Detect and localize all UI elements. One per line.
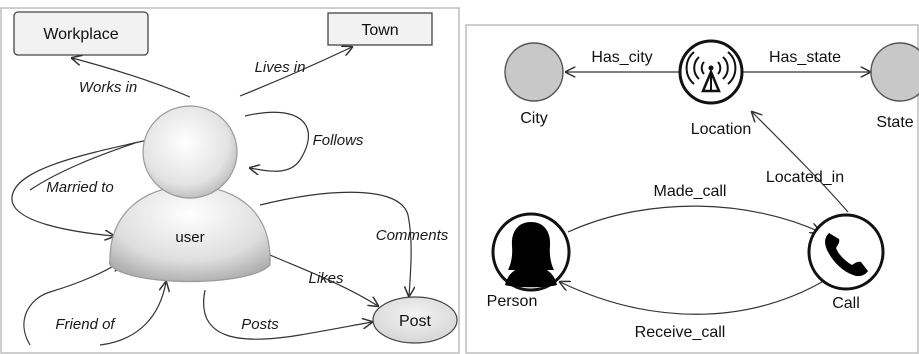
- node-location: Location: [678, 39, 752, 138]
- edge-friend-of-2: [99, 282, 166, 346]
- node-person-label: Person: [487, 293, 538, 310]
- label-made-call: Made_call: [654, 183, 727, 200]
- edge-follows: [244, 111, 310, 171]
- person-silhouette-icon: [505, 222, 557, 288]
- label-lives-in: Lives in: [255, 59, 306, 76]
- node-state-label: State: [876, 114, 913, 131]
- node-user: user: [109, 105, 271, 283]
- label-posts: Posts: [241, 316, 279, 333]
- node-location-label: Location: [691, 121, 752, 138]
- node-person: Person: [487, 212, 571, 310]
- edge-comments: [259, 191, 411, 296]
- right-panel-frame: [465, 24, 919, 354]
- edge-likes: [269, 254, 378, 306]
- user-avatar-icon: [109, 105, 271, 283]
- label-has-city: Has_city: [591, 49, 652, 66]
- edge-married-to-back: [29, 142, 136, 191]
- edge-friend-of-1: [23, 262, 120, 346]
- node-town-label: Town: [361, 22, 398, 39]
- right-panel: Has_city Has_state Located_in Made_call …: [465, 24, 919, 354]
- label-receive-call: Receive_call: [635, 324, 726, 341]
- node-call-label: Call: [832, 295, 860, 312]
- edge-works-in: [72, 58, 191, 98]
- node-city: City: [504, 42, 564, 127]
- node-workplace: Workplace: [13, 11, 149, 56]
- label-comments: Comments: [376, 227, 449, 244]
- node-user-label: user: [175, 229, 204, 246]
- left-panel: Workplace Town Post Works in Lives in Fo…: [0, 7, 460, 354]
- label-married-to: Married to: [46, 179, 114, 196]
- left-panel-frame: [0, 7, 460, 354]
- node-post-label: Post: [399, 313, 432, 330]
- node-state: State: [870, 42, 919, 131]
- wireless-tower-icon: [685, 51, 737, 93]
- edge-made-call: [567, 205, 820, 232]
- node-post: Post: [372, 296, 458, 344]
- node-city-label: City: [520, 110, 548, 127]
- label-likes: Likes: [308, 270, 344, 287]
- edge-located-in: [752, 112, 849, 213]
- edge-lives-in: [239, 47, 352, 97]
- node-call: Call: [807, 213, 885, 312]
- label-follows: Follows: [313, 132, 364, 149]
- edge-receive-call: [560, 282, 823, 315]
- edge-married-to: [11, 139, 149, 236]
- edge-posts: [203, 289, 372, 340]
- node-town: Town: [327, 12, 433, 46]
- label-friend-of: Friend of: [55, 316, 116, 333]
- node-workplace-label: Workplace: [43, 26, 118, 43]
- phone-handset-icon: [825, 233, 868, 277]
- label-works-in: Works in: [79, 79, 137, 96]
- label-has-state: Has_state: [769, 49, 841, 66]
- label-located-in: Located_in: [766, 169, 844, 186]
